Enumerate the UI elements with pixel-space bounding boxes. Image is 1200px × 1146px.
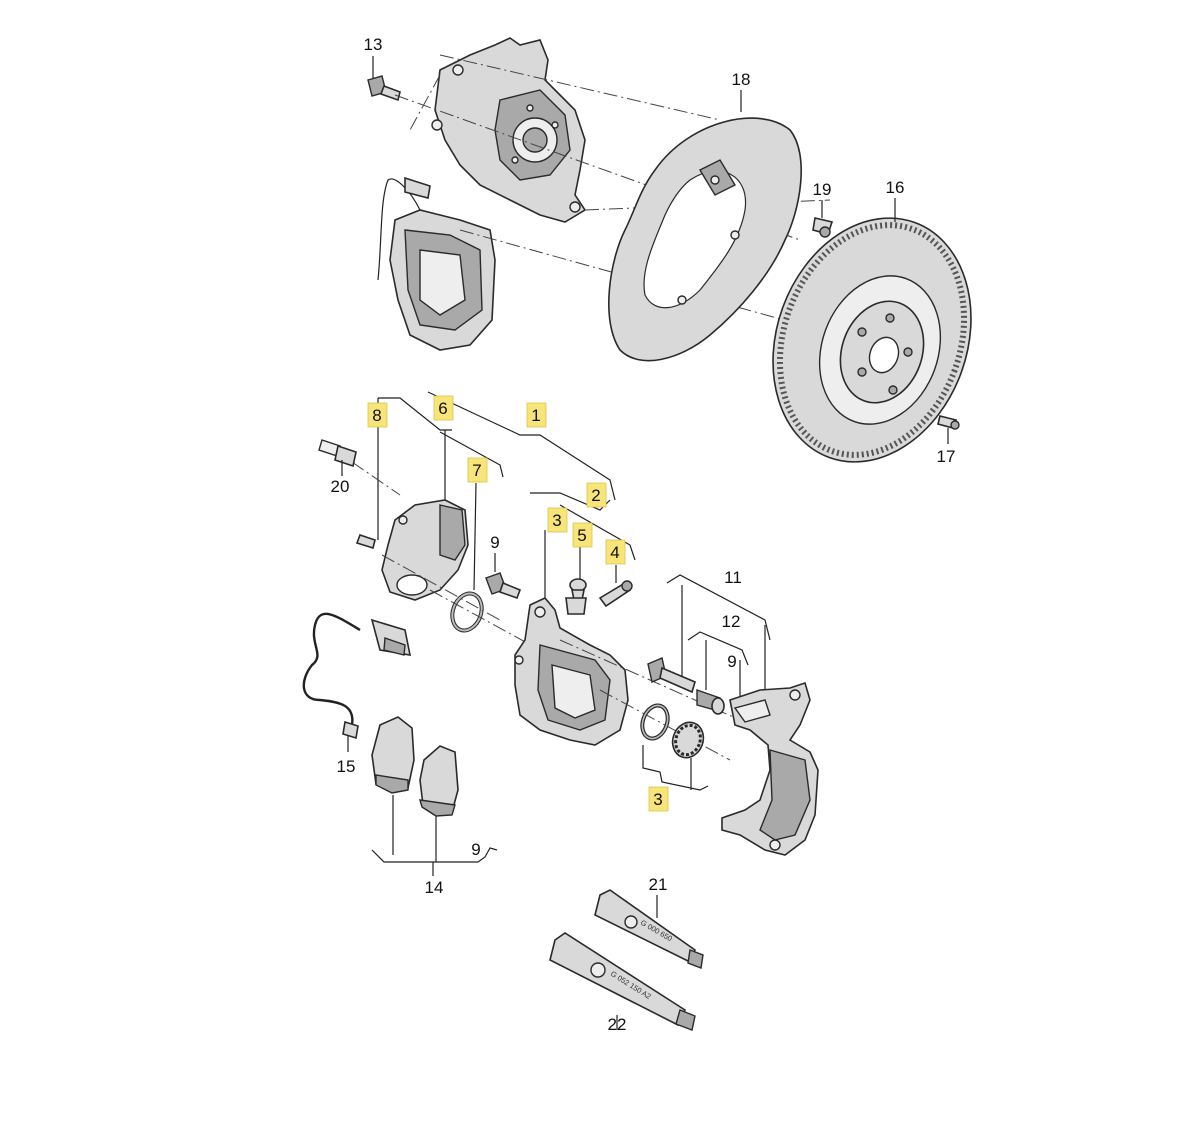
callout-16: 16 [886, 178, 905, 197]
callout-3-upper: 3 [552, 511, 561, 530]
bolt-13 [367, 75, 401, 102]
callout-7: 7 [472, 461, 481, 480]
parking-brake-motor-6 [381, 499, 469, 601]
highlight-3-upper [547, 507, 568, 533]
callout-17: 17 [937, 447, 956, 466]
callout-15: 15 [337, 757, 356, 776]
callout-14: 14 [425, 878, 444, 897]
callout-5: 5 [577, 526, 586, 545]
callout-20: 20 [331, 477, 350, 496]
bracket-14 [371, 795, 498, 876]
piston-seal [640, 703, 705, 759]
wear-sensor-15 [302, 612, 412, 740]
callout-3-lower: 3 [653, 790, 662, 809]
screw-8 [355, 533, 376, 550]
bolt-19 [812, 217, 834, 238]
highlighted-callouts: 8 6 1 7 2 3 5 4 3 [367, 395, 669, 812]
highlight-7 [467, 457, 488, 483]
callout-6: 6 [438, 399, 447, 418]
callout-4: 4 [610, 543, 619, 562]
bleeder-cap-5 [565, 578, 587, 615]
brake-disc-16 [772, 217, 972, 463]
highlight-6 [433, 395, 454, 421]
callout-9-mid: 9 [727, 652, 736, 671]
highlight-5 [572, 522, 593, 548]
brake-carrier [721, 681, 819, 856]
callout-11: 11 [724, 568, 742, 587]
callout-22: 22 [608, 1015, 627, 1034]
callout-9-upper: 9 [490, 533, 499, 552]
callout-9-lower: 9 [471, 840, 480, 859]
o-ring-7 [450, 591, 484, 633]
brake-pads-14 [371, 716, 459, 817]
callout-1: 1 [531, 406, 540, 425]
callout-2: 2 [591, 486, 600, 505]
highlight-8 [367, 402, 388, 428]
dust-shield-18 [608, 117, 802, 362]
highlight-4 [605, 539, 626, 565]
highlight-1 [526, 402, 547, 428]
callout-19: 19 [813, 180, 832, 199]
caliper-assembly-background [377, 176, 496, 351]
callout-labels: 13 18 19 16 17 20 9 11 12 9 15 9 14 21 2… [331, 35, 956, 1034]
assembly-lines-motor [351, 461, 541, 651]
bracket-11-12 [666, 574, 771, 708]
guide-bolt-11 [647, 657, 696, 694]
caliper-housing-3 [514, 597, 629, 746]
highlight-2 [586, 482, 607, 508]
highlight-3-lower [648, 786, 669, 812]
callout-12: 12 [722, 612, 741, 631]
callout-21: 21 [649, 875, 668, 894]
sensor-20 [318, 439, 357, 468]
leader-lines [341, 56, 949, 1030]
guide-bush-12 [696, 689, 725, 715]
screw-17 [937, 415, 960, 430]
bleeder-valve-4 [598, 580, 633, 608]
callout-8: 8 [372, 406, 381, 425]
wheel-hub-knuckle [431, 37, 587, 223]
bracket-3-lower [642, 745, 709, 791]
callout-18: 18 [732, 70, 751, 89]
callout-13: 13 [364, 35, 383, 54]
tube-21: G 000 650 [594, 889, 704, 969]
bolt-9-left [485, 572, 522, 600]
